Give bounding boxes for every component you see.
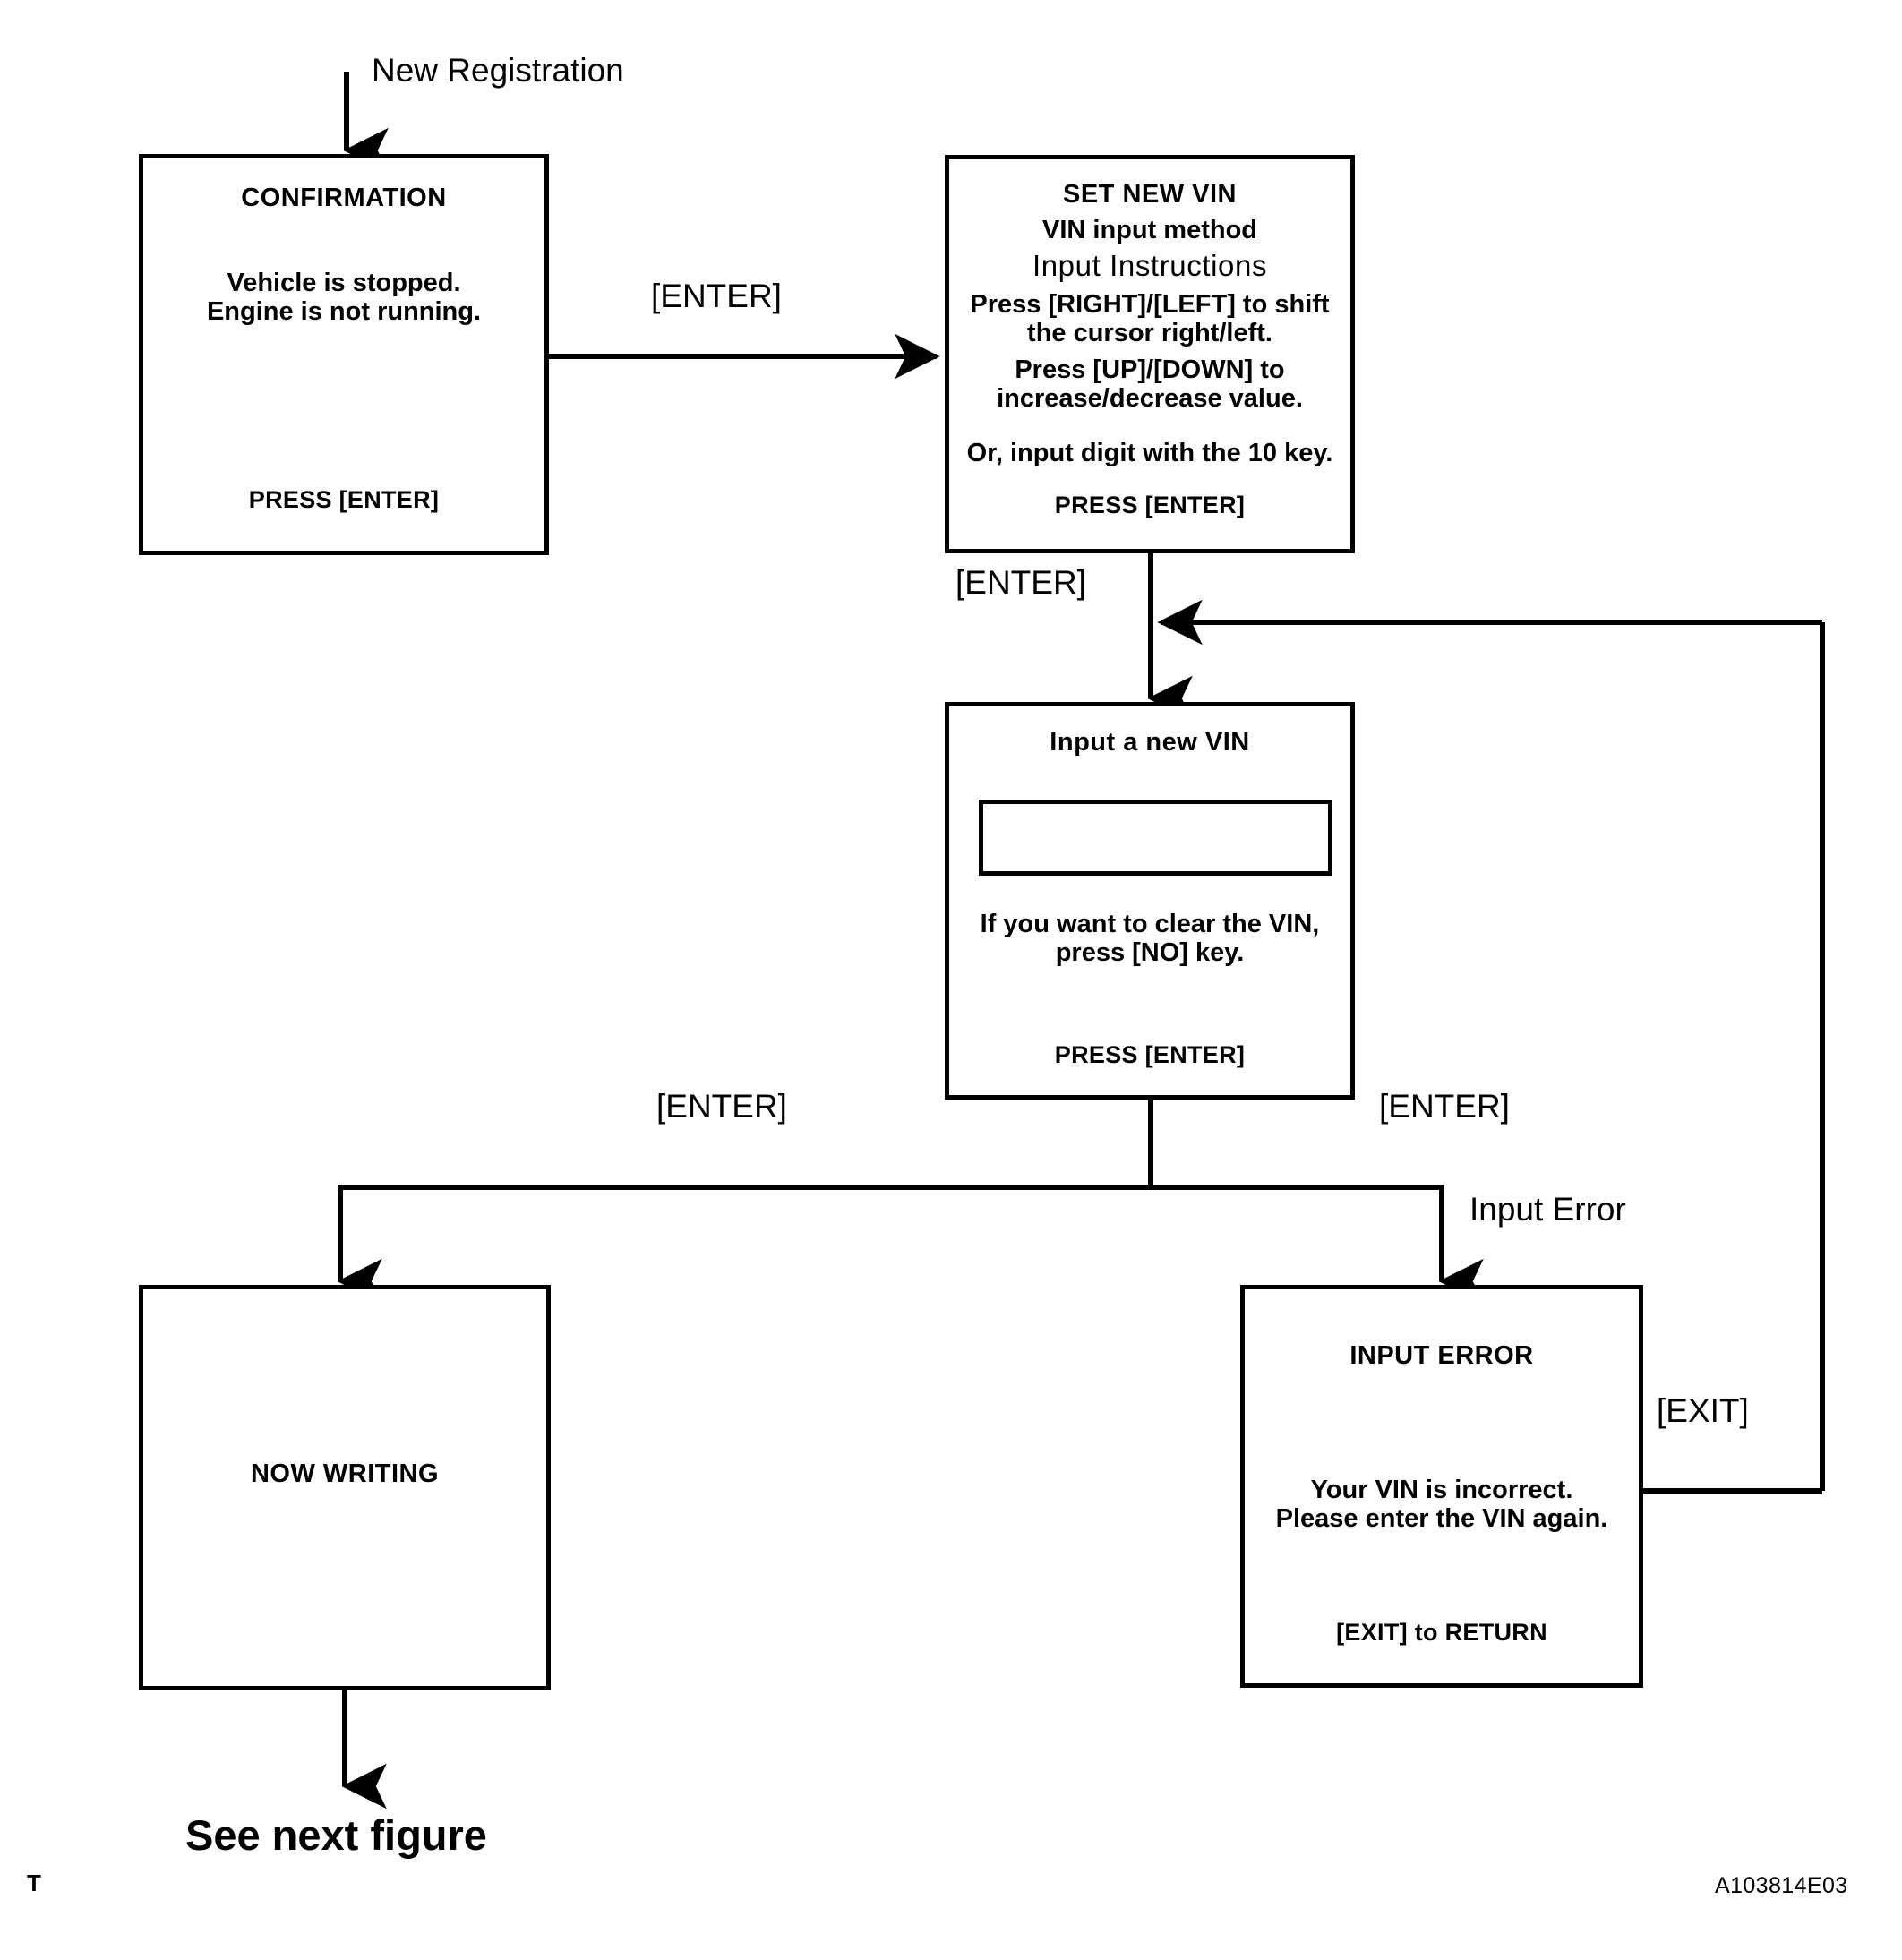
node-set-new-vin[interactable]: SET NEW VIN VIN input method Input Instr… xyxy=(945,155,1355,553)
see-next-figure-caption: See next figure xyxy=(185,1811,487,1859)
vin-input-field[interactable] xyxy=(979,800,1332,876)
node-now-writing[interactable]: NOW WRITING xyxy=(139,1285,551,1690)
input-new-vin-footer: PRESS [ENTER] xyxy=(1054,1041,1246,1068)
set-new-vin-instruction-3: Or, input digit with the 10 key. xyxy=(966,439,1333,467)
node-input-new-vin[interactable]: Input a new VIN If you want to clear the… xyxy=(945,702,1355,1100)
input-error-footer: [EXIT] to RETURN xyxy=(1336,1619,1547,1646)
set-new-vin-instruction-1: Press [RIGHT]/[LEFT] to shift the cursor… xyxy=(970,290,1330,348)
corner-mark: T xyxy=(27,1870,41,1896)
edge-label-confirmation-to-setvin: [ENTER] xyxy=(651,278,782,314)
set-new-vin-instructions-heading: Input Instructions xyxy=(1032,249,1268,282)
entry-label: New Registration xyxy=(372,52,624,89)
edge-label-inputvin-to-writing: [ENTER] xyxy=(656,1088,787,1125)
set-new-vin-subtitle: VIN input method xyxy=(1041,216,1258,244)
now-writing-title: NOW WRITING xyxy=(250,1459,440,1488)
set-new-vin-instruction-2: Press [UP]/[DOWN] to increase/decrease v… xyxy=(997,355,1303,414)
confirmation-body: Vehicle is stopped. Engine is not runnin… xyxy=(206,269,482,327)
edge-label-input-error-branch: Input Error xyxy=(1469,1191,1626,1228)
edge-label-setvin-to-inputvin: [ENTER] xyxy=(955,564,1086,601)
input-error-body: Your VIN is incorrect. Please enter the … xyxy=(1275,1476,1608,1534)
input-new-vin-body: If you want to clear the VIN, press [NO]… xyxy=(980,910,1320,968)
set-new-vin-footer: PRESS [ENTER] xyxy=(1054,492,1246,518)
edge-label-exit-return: [EXIT] xyxy=(1657,1392,1749,1429)
input-error-title: INPUT ERROR xyxy=(1349,1341,1534,1370)
confirmation-footer: PRESS [ENTER] xyxy=(248,486,440,513)
node-confirmation[interactable]: CONFIRMATION Vehicle is stopped. Engine … xyxy=(139,154,549,555)
node-input-error[interactable]: INPUT ERROR Your VIN is incorrect. Pleas… xyxy=(1240,1285,1643,1688)
edge-inputvin-branch-bus xyxy=(337,1100,1484,1305)
input-new-vin-title: Input a new VIN xyxy=(1050,728,1250,757)
confirmation-title: CONFIRMATION xyxy=(241,184,447,212)
figure-reference-code: A103814E03 xyxy=(1715,1873,1848,1898)
edge-label-inputvin-to-error: [ENTER] xyxy=(1379,1088,1510,1125)
set-new-vin-title: SET NEW VIN xyxy=(1062,180,1237,209)
